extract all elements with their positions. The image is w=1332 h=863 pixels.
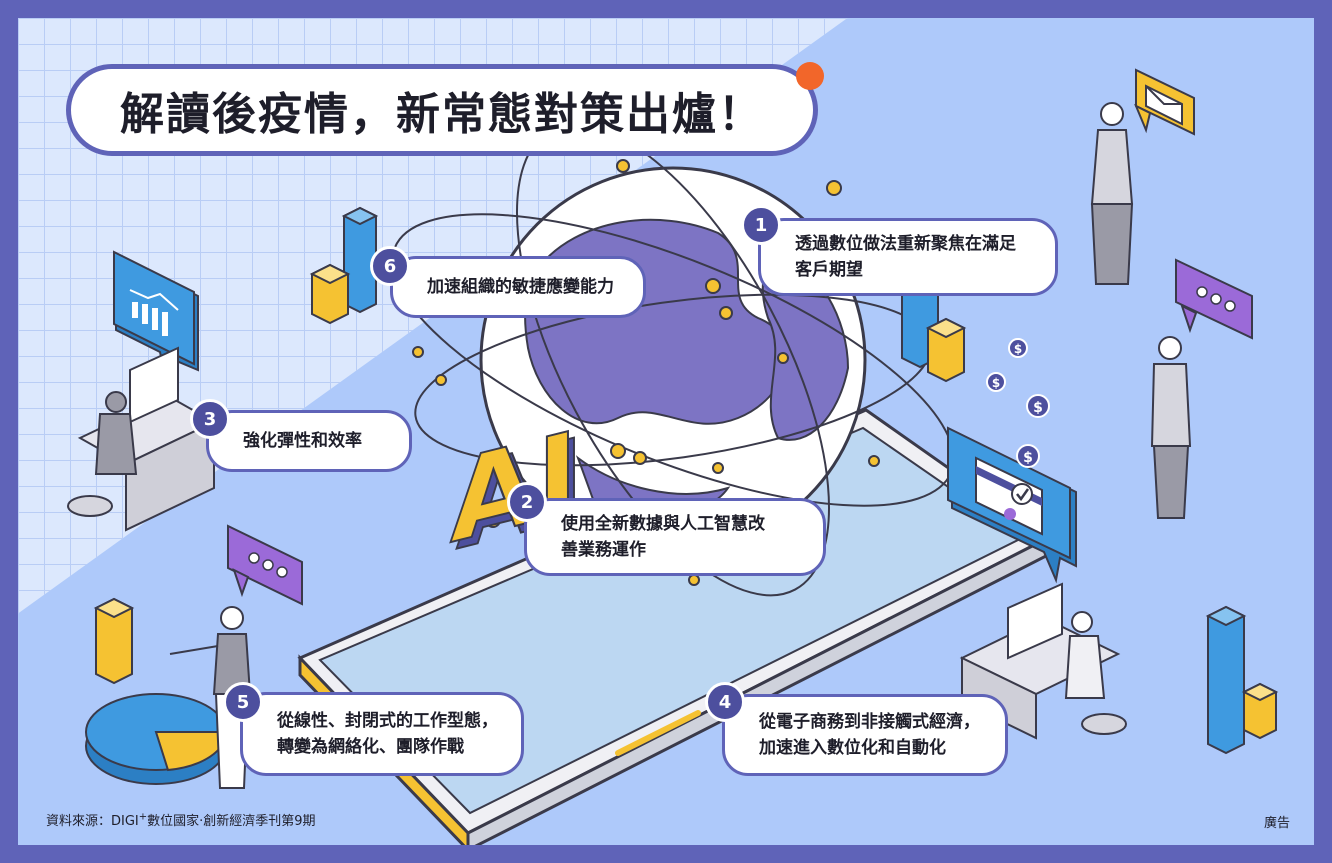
callout-text: 加速組織的敏捷應變能力: [427, 277, 614, 297]
bar-block-yellow-left: [93, 597, 135, 685]
callout-text: 強化彈性和效率: [243, 431, 362, 451]
callout-2: 使用全新數據與人工智慧改 善業務運作: [524, 498, 826, 576]
page-title: 解讀後疫情，新常態對策出爐！: [120, 89, 764, 140]
source-superscript: +: [138, 811, 148, 823]
infographic-frame: AI AI: [18, 18, 1314, 845]
callout-text: 使用全新數據與人工智慧改: [561, 514, 765, 534]
envelope-icon: [1134, 68, 1195, 136]
bar-block-blue-bottom-right: [1205, 605, 1247, 755]
callout-text: 加速進入數位化和自動化: [759, 738, 946, 758]
callout-text: 轉變為網絡化、團隊作戰: [277, 737, 464, 757]
person-at-desk-right-illustration: [959, 582, 1127, 740]
source-prefix: 資料來源：DIGI: [46, 814, 139, 829]
callout-5: 從線性、封閉式的工作型態， 轉變為網絡化、團隊作戰: [240, 692, 524, 776]
person-standing-illustration: [1150, 336, 1192, 519]
callout-text: 善業務運作: [561, 540, 646, 560]
callout-text: 透過數位做法重新聚焦在滿足: [795, 234, 1016, 254]
callout-3: 強化彈性和效率: [206, 410, 412, 472]
svg-text:$: $: [992, 376, 1000, 390]
bar-block-yellow-right: [925, 317, 967, 383]
svg-text:$: $: [1014, 342, 1022, 356]
payment-card-icon: [947, 426, 1077, 584]
callout-6: 加速組織的敏捷應變能力: [390, 256, 646, 318]
source-note: 資料來源：DIGI+數位國家‧創新經濟季刊第9期: [46, 810, 316, 829]
person-thinking-illustration: [1090, 102, 1134, 285]
svg-text:$: $: [1033, 400, 1043, 416]
orbit-nodes: [412, 159, 880, 586]
bar-block-yellow-bottom-right: [1241, 682, 1279, 740]
ad-label: 廣告: [1264, 816, 1291, 831]
callout-text: 客戶期望: [795, 260, 863, 280]
title-banner: 解讀後疫情，新常態對策出爐！: [66, 64, 818, 156]
callout-text: 從線性、封閉式的工作型態，: [277, 711, 498, 731]
callout-number-badge: 3: [190, 399, 230, 439]
callout-number-badge: 2: [507, 482, 547, 522]
chat-ellipsis-icon-left: [227, 524, 303, 606]
callout-4: 從電子商務到非接觸式經濟， 加速進入數位化和自動化: [722, 694, 1008, 776]
pie-chart-illustration: [85, 693, 228, 785]
check-icon: [1011, 483, 1033, 505]
svg-text:$: $: [1023, 450, 1033, 466]
callout-1: 透過數位做法重新聚焦在滿足 客戶期望: [758, 218, 1058, 296]
chat-ellipsis-icon: [1175, 258, 1253, 340]
callout-text: 從電子商務到非接觸式經濟，: [759, 712, 980, 732]
callout-number-badge: 6: [370, 246, 410, 286]
bar-block-blue-top-left: [341, 206, 379, 314]
callout-number-badge: 5: [223, 682, 263, 722]
callout-number-badge: 1: [741, 205, 781, 245]
callout-number-badge: 4: [705, 682, 745, 722]
person-at-desk-left-illustration: [67, 346, 217, 532]
dollar-coin-icon: $ $ $ $: [986, 338, 1050, 468]
source-suffix: 數位國家‧創新經濟季刊第9期: [147, 814, 316, 829]
bar-block-yellow-top-left: [309, 263, 351, 325]
title-accent-dot: [796, 62, 824, 90]
